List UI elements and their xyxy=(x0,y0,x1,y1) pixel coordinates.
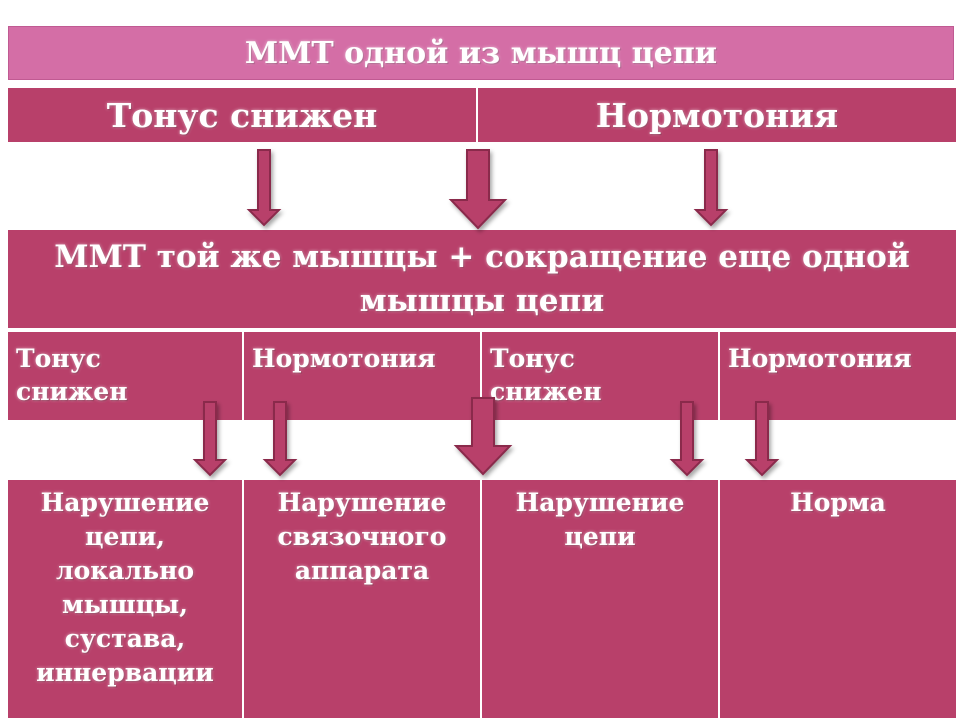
result-chain-local-disorder: Нарушение цепи, локально мышцы, сустава,… xyxy=(8,480,242,718)
arrow-down-icon xyxy=(693,149,729,227)
arrow-down-icon xyxy=(744,401,780,477)
sub-tone-reduced-2: Тонус снижен xyxy=(482,332,718,420)
arrow-down-icon xyxy=(246,149,282,227)
arrow-down-icon xyxy=(669,401,705,477)
arrow-down-icon xyxy=(192,401,228,477)
sub-normotonia-1: Нормотония xyxy=(244,332,480,420)
result-ligament-disorder: Нарушение связочного аппарата xyxy=(244,480,480,718)
arrow-down-icon xyxy=(262,401,298,477)
result-chain-disorder: Нарушение цепи xyxy=(482,480,718,718)
top-header: ММТ одной из мышц цепи xyxy=(8,26,954,80)
result-norm: Норма xyxy=(720,480,956,718)
normotonia-box: Нормотония xyxy=(478,88,956,142)
tone-reduced-box: Тонус снижен xyxy=(8,88,478,142)
arrow-down-icon xyxy=(453,397,513,476)
middle-test-box: ММТ той же мышцы + сокращение еще одной … xyxy=(8,230,956,328)
arrow-down-icon xyxy=(448,149,508,230)
